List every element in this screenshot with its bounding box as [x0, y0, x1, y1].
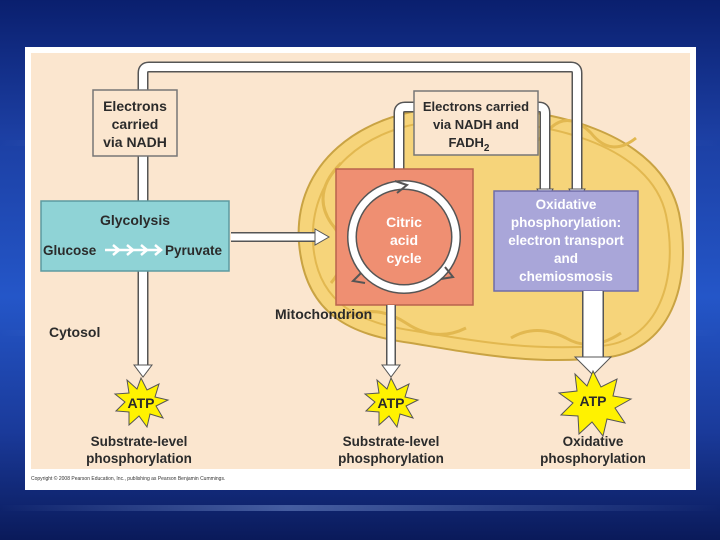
- fadh-subscript: 2: [484, 143, 490, 154]
- atp-label: ATP: [580, 393, 607, 409]
- glucose-label: Glucose: [43, 243, 97, 258]
- glycolysis-title: Glycolysis: [100, 212, 170, 228]
- pyruvate-label: Pyruvate: [165, 243, 223, 258]
- citric-line: acid: [390, 232, 418, 248]
- atp-star-2: ATP: [363, 376, 420, 429]
- electrons-nadh-line: Electrons: [103, 98, 167, 114]
- copyright-text: Copyright © 2008 Pearson Education, Inc.…: [31, 476, 226, 482]
- atp-star-1: ATP: [113, 376, 170, 429]
- atp-label: ATP: [378, 395, 405, 411]
- mitochondrion-label: Mitochondrion: [275, 306, 372, 322]
- atp-star-3: ATP: [557, 369, 633, 438]
- citric-acid-cycle-box: Citric acid cycle: [335, 168, 474, 306]
- fadh-base: FADH: [449, 135, 484, 150]
- oxidative-line: electron transport: [508, 233, 624, 248]
- electrons-fadh-line: via NADH and: [433, 117, 519, 132]
- slide: Electrons carried via NADH Electrons car…: [25, 47, 696, 490]
- background-streak: [0, 505, 720, 511]
- oxidative-phosphorylation-caption: Oxidative: [563, 434, 624, 449]
- oxidative-line: chemiosmosis: [519, 269, 613, 284]
- substrate-level-caption-1: phosphorylation: [86, 451, 192, 466]
- electrons-fadh-line: Electrons carried: [423, 99, 529, 114]
- substrate-level-caption-1: Substrate-level: [91, 434, 188, 449]
- electrons-nadh-fadh2-box: Electrons carried via NADH and FADH2: [413, 90, 539, 156]
- cellular-respiration-diagram: Electrons carried via NADH Electrons car…: [40, 61, 684, 466]
- oxidative-line: and: [554, 251, 578, 266]
- atp-label: ATP: [128, 395, 155, 411]
- oxidative-phosphorylation-caption: phosphorylation: [540, 451, 646, 466]
- citric-line: Citric: [386, 214, 422, 230]
- citric-line: cycle: [386, 250, 421, 266]
- cytosol-label: Cytosol: [49, 324, 100, 340]
- electrons-nadh-line: via NADH: [103, 134, 167, 150]
- substrate-level-caption-2: phosphorylation: [338, 451, 444, 466]
- electrons-nadh-line: carried: [112, 116, 159, 132]
- oxidative-line: Oxidative: [536, 197, 597, 212]
- glycolysis-box: Glycolysis Glucose Pyruvate: [40, 200, 230, 272]
- oxidative-line: phosphorylation:: [511, 215, 621, 230]
- diagram-panel: Electrons carried via NADH Electrons car…: [31, 53, 690, 469]
- oxidative-phosphorylation-box: Oxidative phosphorylation: electron tran…: [493, 190, 639, 292]
- fadh-label: FADH2: [449, 135, 490, 154]
- glycolysis-steps-arrows: [105, 244, 163, 256]
- substrate-level-caption-2: Substrate-level: [343, 434, 440, 449]
- electrons-nadh-box: Electrons carried via NADH: [92, 89, 178, 157]
